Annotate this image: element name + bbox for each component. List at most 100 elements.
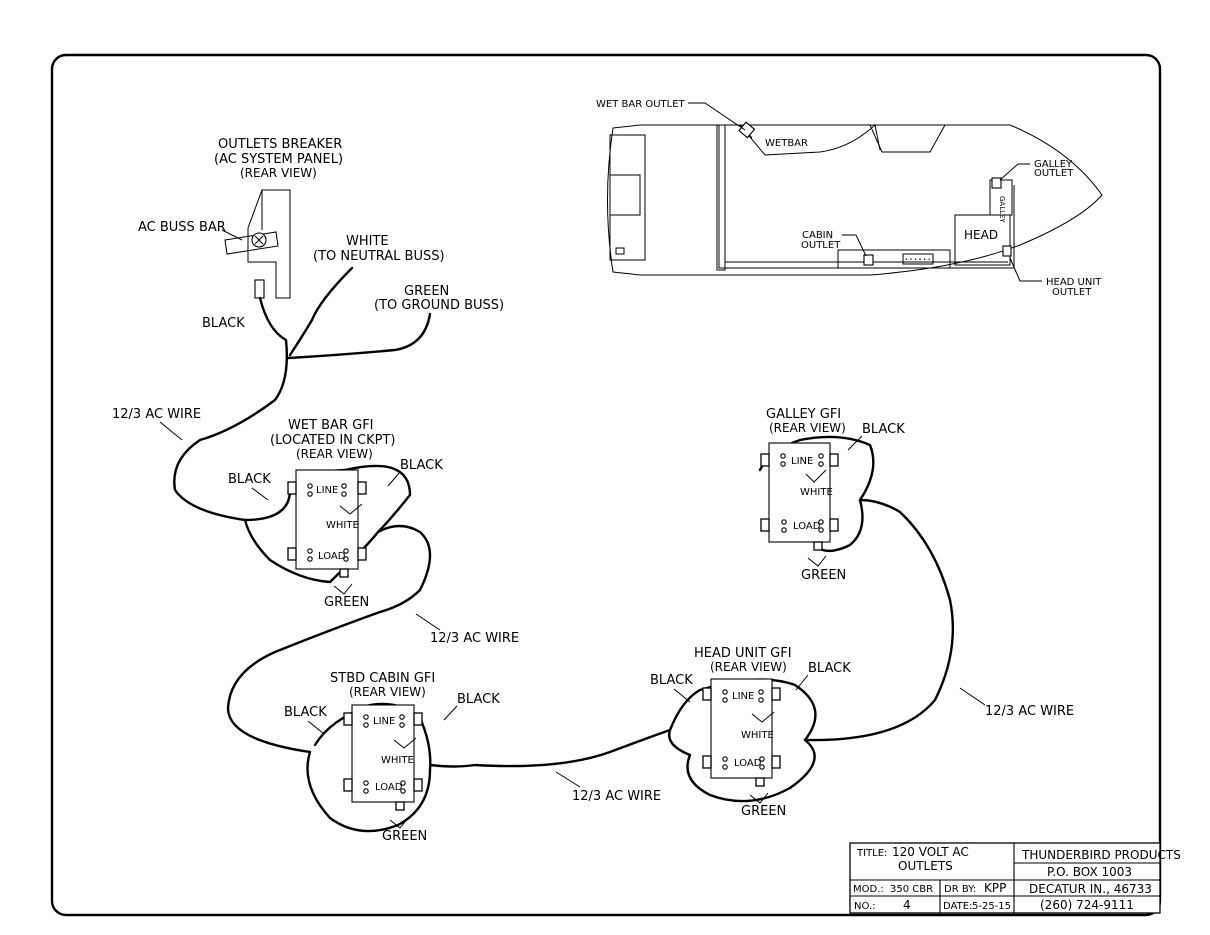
galley-gfi-load-label: LOAD <box>793 521 821 532</box>
galley-outlet-callout-2: OUTLET <box>1034 168 1074 179</box>
head-gfi-black-right: BLACK <box>808 661 851 676</box>
galley-gfi: GALLEY GFI (REAR VIEW) LINE LOAD WHITE B… <box>760 407 905 583</box>
title-label: TITLE: <box>856 848 887 859</box>
date-label: DATE: <box>943 901 972 912</box>
head-gfi-line-label: LINE <box>732 691 754 702</box>
wetbar-outlet-callout: WET BAR OUTLET <box>596 99 686 110</box>
stbd-gfi-body <box>351 704 415 803</box>
head-gfi-green-label: GREEN <box>741 804 786 819</box>
ac-wires: 12/3 AC WIRE 12/3 AC WIRE 12/3 AC WIRE 1… <box>112 266 1074 833</box>
wetbar-gfi-black-right: BLACK <box>400 458 443 473</box>
galley-gfi-line-label: LINE <box>791 456 813 467</box>
wire-label-2: 12/3 AC WIRE <box>430 631 519 646</box>
wire-label-4: 12/3 AC WIRE <box>985 704 1074 719</box>
wetbar-label: WETBAR <box>765 138 808 149</box>
stbd-gfi-white-label: WHITE <box>381 755 414 766</box>
wetbar-gfi-white-label: WHITE <box>326 520 359 531</box>
cabin-outlet-callout-1: CABIN <box>802 230 833 241</box>
boat-plan: • • • • • • WETBAR HEAD GALLEY WET BAR O… <box>596 99 1103 298</box>
wetbar-counter <box>739 124 876 156</box>
number-value: 4 <box>903 898 911 912</box>
cabin-outlet-callout-2: OUTLET <box>801 240 841 251</box>
white-label-2: (TO NEUTRAL BUSS) <box>313 249 445 264</box>
stbd-gfi-line-label: LINE <box>373 716 395 727</box>
swim-step <box>609 174 641 216</box>
title-block: TITLE: 120 VOLT AC OUTLETS THUNDERBIRD P… <box>849 842 1181 914</box>
wetbar-gfi: WET BAR GFI (LOCATED IN CKPT) (REAR VIEW… <box>228 418 443 610</box>
stbd-gfi-title-2: (REAR VIEW) <box>349 685 426 699</box>
wetbar-outlet-marker <box>738 121 756 139</box>
head-gfi-title-1: HEAD UNIT GFI <box>694 646 792 661</box>
company-name: THUNDERBIRD PRODUCTS <box>1021 848 1181 862</box>
phone: (260) 724-9111 <box>1040 898 1134 912</box>
wetbar-gfi-line-label: LINE <box>316 485 338 496</box>
mod-label: MOD.: <box>853 884 884 895</box>
breaker-black-label: BLACK <box>202 316 245 331</box>
city: DECATUR IN., 46733 <box>1029 882 1152 896</box>
stbd-gfi-green-label: GREEN <box>382 829 427 844</box>
head-label: HEAD <box>964 228 998 242</box>
stbd-gfi-black-right: BLACK <box>457 692 500 707</box>
stbd-gfi-black-left: BLACK <box>284 705 327 720</box>
galley-gfi-white-label: WHITE <box>800 487 833 498</box>
title-line-1: 120 VOLT AC <box>892 845 969 859</box>
galley-label: GALLEY <box>998 196 1006 223</box>
black-wire-from-breaker <box>173 296 289 522</box>
drawing-border <box>50 53 1162 917</box>
galley-outlet-marker <box>991 177 1002 189</box>
wetbar-gfi-load-label: LOAD <box>318 551 346 562</box>
buss-bar-label: AC BUSS BAR <box>138 220 226 235</box>
green-wire-to-ground <box>286 312 432 360</box>
wetbar-gfi-title-2: (LOCATED IN CKPT) <box>270 433 396 448</box>
head-unit-outlet-marker <box>1002 245 1012 257</box>
galley-gfi-body <box>768 442 831 543</box>
cabin-outlet-marker <box>863 254 874 266</box>
white-wire-to-neutral <box>288 266 354 357</box>
wetbar-gfi-black-left: BLACK <box>228 472 271 487</box>
wire-label-3: 12/3 AC WIRE <box>572 789 661 804</box>
breaker-title-2: (AC SYSTEM PANEL) <box>214 152 343 167</box>
wetbar-gfi-title-1: WET BAR GFI <box>288 418 374 433</box>
wire-head-to-galley <box>803 498 955 742</box>
head-compartment <box>954 214 1011 266</box>
galley-gfi-black-label: BLACK <box>862 422 905 437</box>
wire-stbd-to-head <box>428 728 672 768</box>
wire-label-1: 12/3 AC WIRE <box>112 407 201 422</box>
wetbar-gfi-title-3: (REAR VIEW) <box>296 447 373 461</box>
head-gfi-white-label: WHITE <box>741 730 774 741</box>
cabin-settee <box>837 249 951 269</box>
head-gfi-title-2: (REAR VIEW) <box>710 660 787 674</box>
stbd-gfi-title-1: STBD CABIN GFI <box>330 671 435 686</box>
hull-outline <box>607 124 1103 276</box>
galley-gfi-title-1: GALLEY GFI <box>766 407 841 422</box>
stbd-cabin-gfi: STBD CABIN GFI (REAR VIEW) LINE LOAD WHI… <box>284 671 500 844</box>
breaker-title-1: OUTLETS BREAKER <box>218 137 342 152</box>
white-label-1: WHITE <box>346 234 389 249</box>
drawn-by-label: DR BY: <box>944 884 976 895</box>
number-label: NO.: <box>854 901 876 912</box>
drawn-by-value: KPP <box>984 881 1006 895</box>
outlets-breaker: OUTLETS BREAKER (AC SYSTEM PANEL) (REAR … <box>138 137 504 331</box>
galley-gfi-title-2: (REAR VIEW) <box>769 421 846 435</box>
title-line-2: OUTLETS <box>898 859 953 873</box>
wire-wetbar-to-stbd <box>226 524 432 754</box>
galley-outlet-callout-1: GALLEY <box>1034 159 1073 170</box>
breaker-body <box>247 189 291 299</box>
po-box: P.O. BOX 1003 <box>1047 865 1132 879</box>
breaker-title-3: (REAR VIEW) <box>240 166 317 180</box>
date-value: 5-25-15 <box>972 901 1011 912</box>
head-gfi-black-left: BLACK <box>650 673 693 688</box>
stbd-gfi-load-label: LOAD <box>375 782 403 793</box>
svg-text:• • • • • •: • • • • • • <box>905 257 931 263</box>
head-outlet-callout-1: HEAD UNIT <box>1046 277 1102 288</box>
head-unit-gfi: HEAD UNIT GFI (REAR VIEW) LINE LOAD WHIT… <box>650 646 851 819</box>
mod-value: 350 CBR <box>890 884 933 895</box>
green-label-2: (TO GROUND BUSS) <box>374 298 504 313</box>
cabin-wiring-run <box>718 125 1015 269</box>
galley-gfi-green-label: GREEN <box>801 568 846 583</box>
head-gfi-load-label: LOAD <box>734 758 762 769</box>
green-label-1: GREEN <box>404 284 449 299</box>
wetbar-gfi-green-label: GREEN <box>324 595 369 610</box>
head-outlet-callout-2: OUTLET <box>1052 287 1092 298</box>
